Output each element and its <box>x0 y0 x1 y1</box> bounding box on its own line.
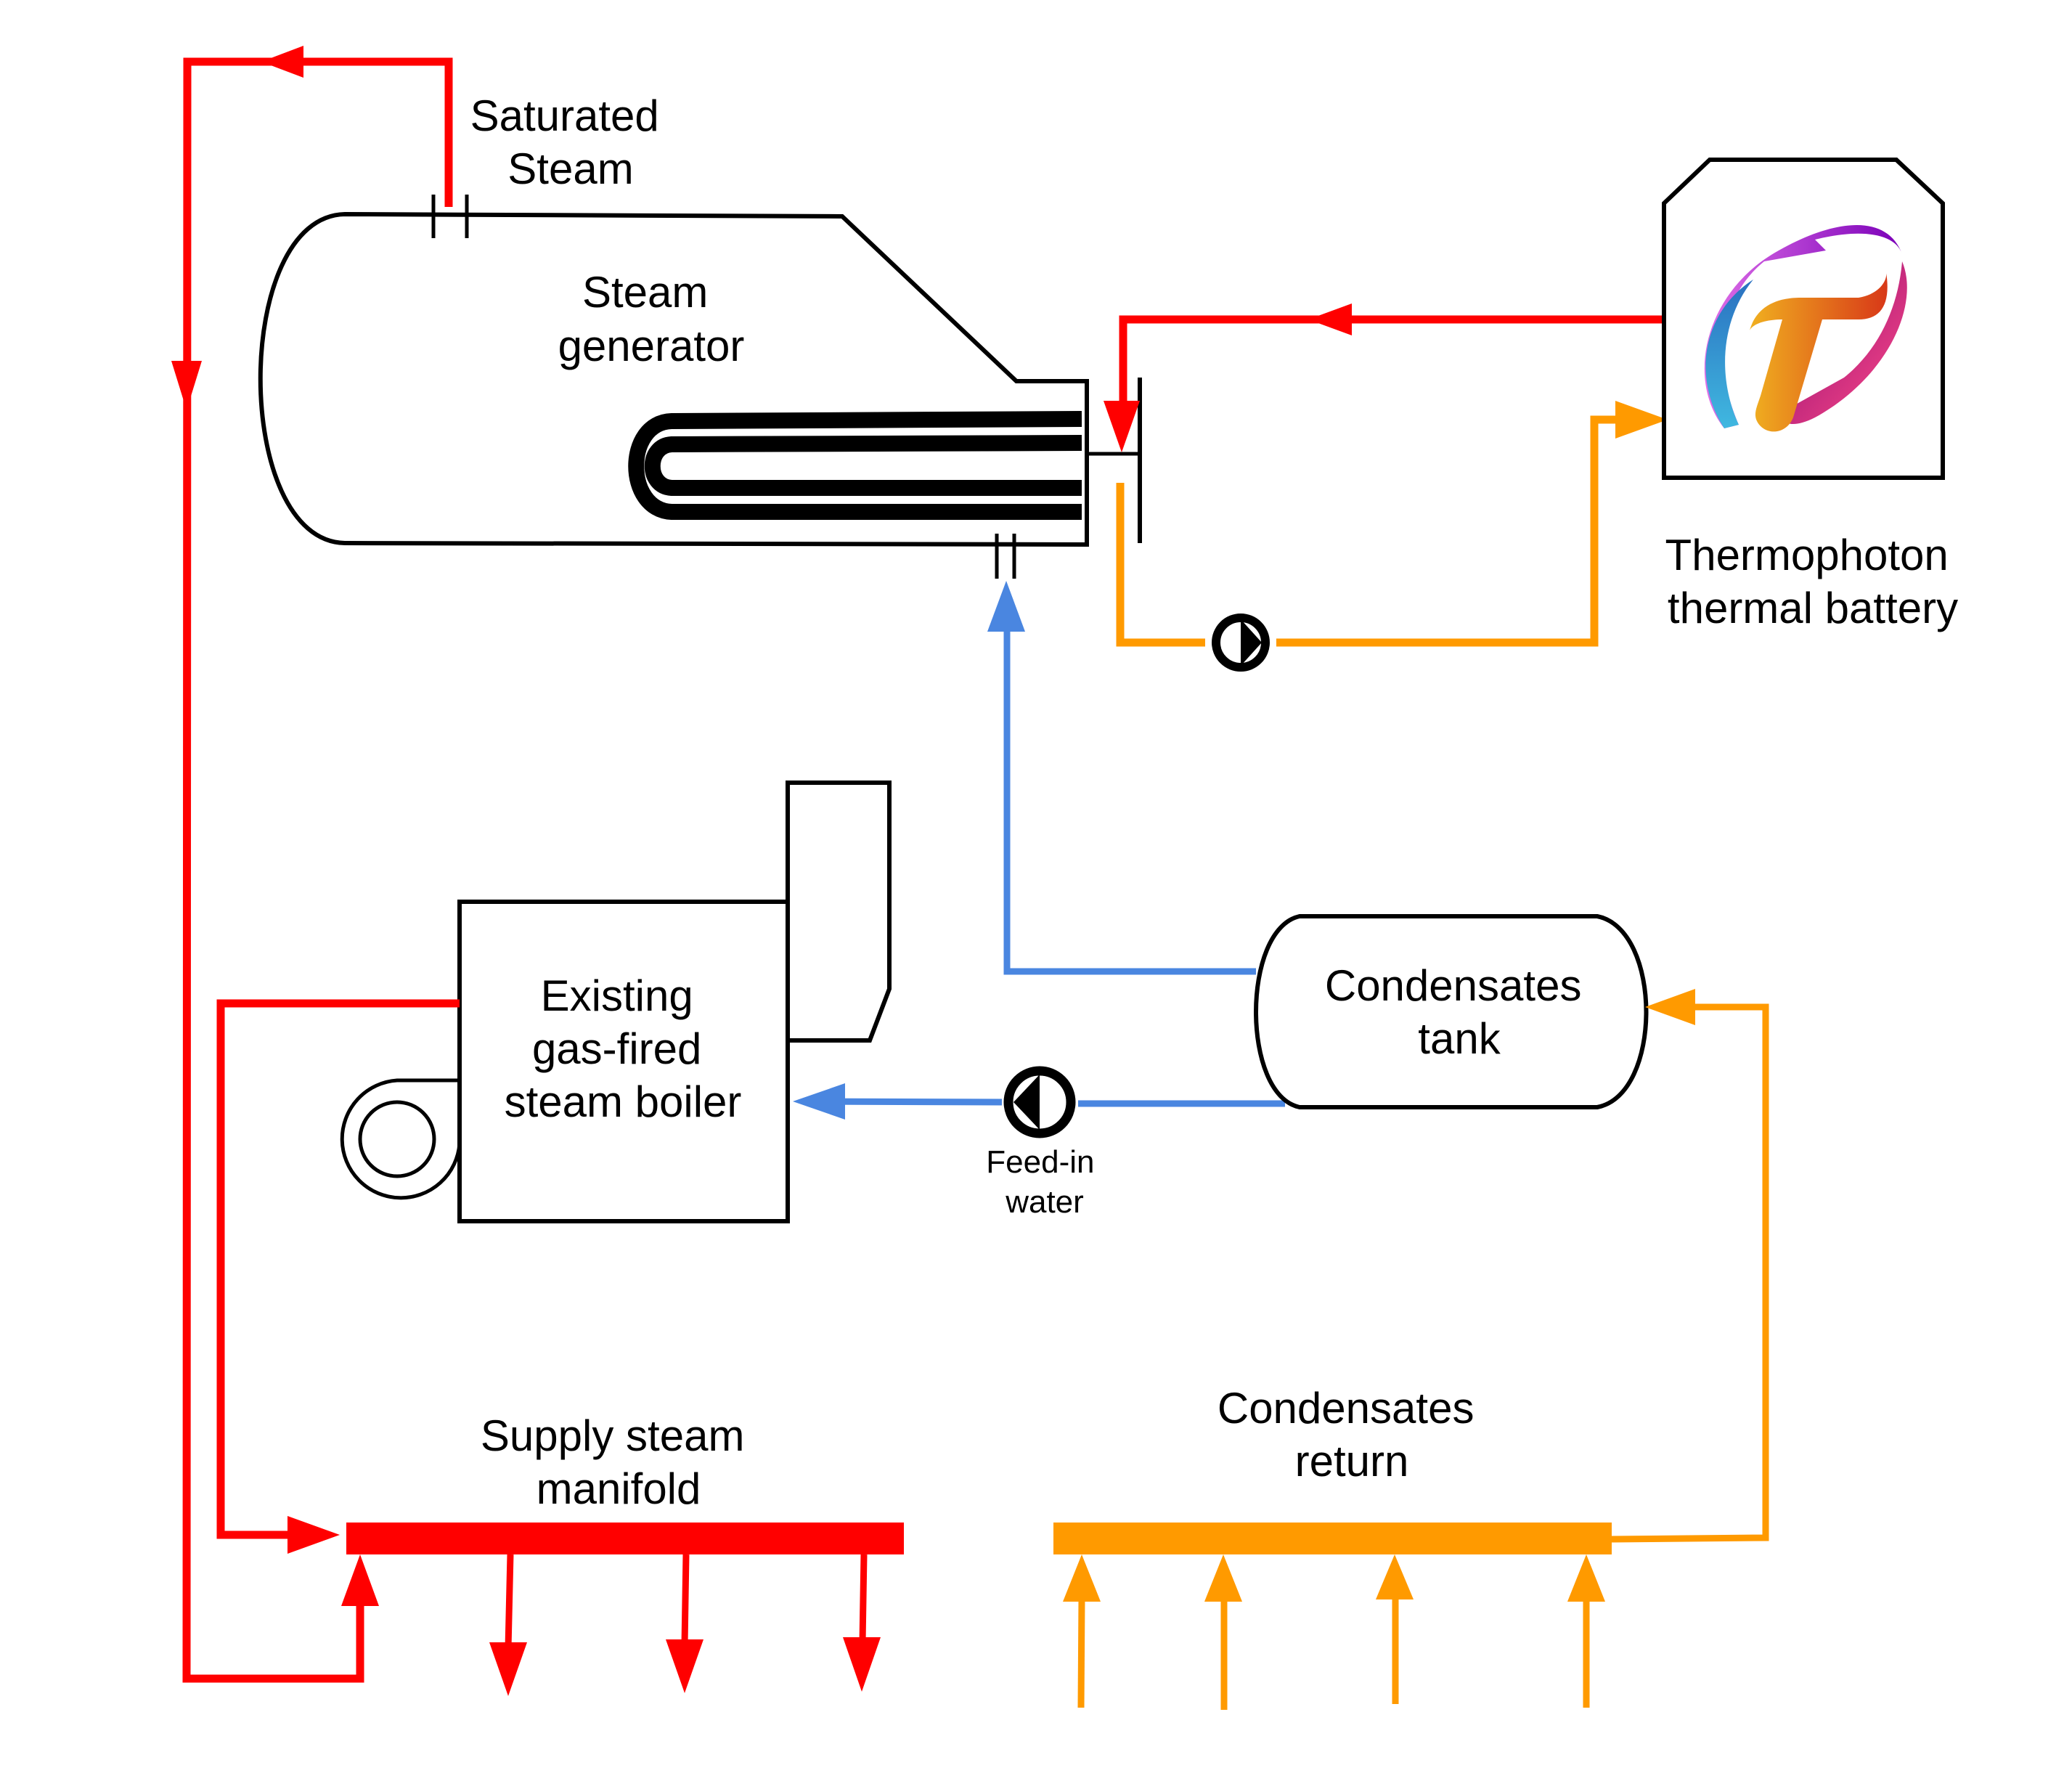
boiler-stack <box>786 780 892 1043</box>
supply-manifold-label: Supply steam manifold <box>481 1411 756 1513</box>
supply-outlet-line <box>859 1554 868 1643</box>
steam-generator-shell <box>258 211 1089 547</box>
condensates-return-label-line: return <box>1295 1437 1409 1485</box>
steam-generator-label: Steam generator <box>558 268 745 370</box>
thermal-battery-label: Thermophoton thermal battery <box>1665 531 1961 632</box>
boiler-label-line: steam boiler <box>505 1077 742 1126</box>
supply-outlets <box>505 1554 868 1649</box>
arrow-left-icon <box>793 1083 845 1120</box>
condensate-inlets <box>1077 1594 1590 1710</box>
boiler-label: Existing gas-fired steam boiler <box>505 971 742 1126</box>
arrow-down-icon <box>1104 401 1140 452</box>
thermophoton-logo-icon <box>1704 225 1907 432</box>
feedwater-line-to-generator <box>1003 628 1256 975</box>
feed-in-water-label-line: water <box>1005 1184 1084 1220</box>
condensates-tank-label-line: tank <box>1418 1014 1501 1063</box>
gas-fired-boiler <box>340 780 892 1223</box>
boiler-label-line: gas-fired <box>532 1024 701 1073</box>
condensate-inlet-line <box>1077 1597 1085 1708</box>
arrow-down-icon <box>666 1639 703 1693</box>
arrow-right-icon <box>287 1516 340 1554</box>
supply-manifold-label-line: Supply steam <box>481 1411 745 1460</box>
steam-generator-label-line: generator <box>558 322 745 370</box>
thermal-battery <box>1662 158 1945 480</box>
condensates-return-manifold <box>1053 1523 1612 1554</box>
saturated-steam-label: Saturated Steam <box>470 91 672 193</box>
arrow-up-icon <box>1376 1554 1414 1599</box>
arrow-left-icon <box>1645 989 1695 1025</box>
heating-tube-bundle <box>628 411 1082 520</box>
condensates-tank <box>1254 914 1649 1109</box>
saturated-steam-line <box>182 57 453 1683</box>
supply-steam-manifold <box>346 1523 904 1554</box>
feed-in-water-label-line: Feed-in <box>986 1144 1094 1180</box>
saturated-steam-label-line: Saturated <box>470 91 659 140</box>
arrow-right-icon <box>1615 401 1668 439</box>
battery-hot-line <box>1119 315 1664 407</box>
arrow-down-icon <box>171 361 202 410</box>
arrow-down-icon <box>489 1642 527 1696</box>
supply-manifold-label-line: manifold <box>537 1464 701 1513</box>
arrow-up-icon <box>1204 1554 1242 1602</box>
condensate-return-line <box>1611 1003 1769 1543</box>
boiler-steam-line <box>216 999 460 1539</box>
arrow-up-icon <box>341 1554 379 1606</box>
steam-generator-label-line: Steam <box>582 268 708 317</box>
arrow-up-icon <box>987 581 1025 632</box>
boiler-label-line: Existing <box>541 971 693 1020</box>
burner-fan-icon <box>340 1078 462 1200</box>
arrow-up-icon <box>1567 1554 1605 1602</box>
supply-outlet-line <box>681 1554 690 1645</box>
thermal-battery-label-line: thermal battery <box>1668 584 1958 632</box>
feed-pump-icon <box>1003 1066 1076 1138</box>
arrow-left-icon <box>261 46 303 78</box>
battery-return-line <box>1276 415 1619 647</box>
supply-outlet-line <box>505 1554 514 1649</box>
battery-return-line <box>1116 483 1205 647</box>
condensates-return-label: Condensates return <box>1217 1384 1486 1485</box>
condensates-tank-label-line: Condensates <box>1325 961 1582 1010</box>
battery-pump-icon <box>1212 614 1270 672</box>
arrow-left-icon <box>1308 303 1352 335</box>
steam-generator <box>258 195 1142 579</box>
boiler-body <box>457 900 790 1223</box>
arrow-down-icon <box>843 1637 881 1692</box>
condensates-return-label-line: Condensates <box>1217 1384 1475 1432</box>
saturated-steam-label-line: Steam <box>507 144 633 193</box>
thermal-battery-label-line: Thermophoton <box>1665 531 1949 579</box>
condensates-tank-label: Condensates tank <box>1325 961 1594 1063</box>
feed-in-water-label: Feed-in water <box>986 1144 1103 1220</box>
arrow-up-icon <box>1063 1554 1101 1602</box>
